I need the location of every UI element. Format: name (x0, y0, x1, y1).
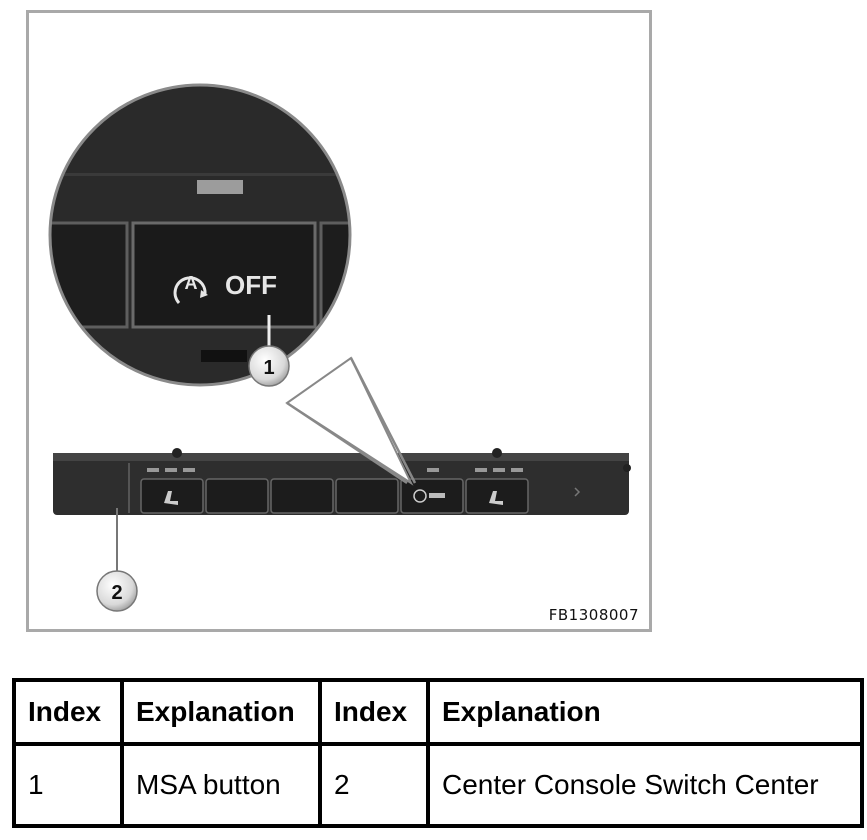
table-row: 1 MSA button 2 Center Console Switch Cen… (12, 742, 864, 828)
header-explanation: Explanation (120, 678, 322, 746)
magnifier-pointer (285, 356, 417, 486)
figure: A OFF 1 2 FB1308007 (26, 10, 652, 632)
console-button (205, 478, 269, 514)
console-button (270, 478, 334, 514)
header-index: Index (12, 678, 124, 746)
svg-text:2: 2 (111, 582, 122, 604)
seat-heat-button-left (140, 478, 204, 514)
header-index: Index (318, 678, 430, 746)
seat-icon (489, 491, 503, 505)
seat-heat-button-right (465, 478, 529, 514)
header-explanation: Explanation (426, 678, 864, 746)
table-header-row: Index Explanation Index Explanation (12, 678, 864, 746)
table-cell: Center Console Switch Center (426, 742, 864, 828)
svg-text:1: 1 (263, 357, 274, 379)
console-switch-center (53, 448, 631, 515)
auto-start-stop-icon-small (413, 489, 427, 503)
magnified-view: A OFF (48, 83, 352, 387)
msa-button-large (131, 221, 317, 329)
svg-text:A: A (185, 273, 198, 293)
callout-2: 2 (96, 508, 138, 612)
index-table: Index Explanation Index Explanation 1 MS… (12, 678, 864, 828)
table-cell: MSA button (120, 742, 322, 828)
switch-center-illustration: A OFF 1 2 (48, 83, 631, 612)
auto-start-stop-icon: A OFF (173, 270, 277, 305)
console-button (335, 478, 399, 514)
callout-1: 1 (248, 315, 290, 387)
image-code: FB1308007 (548, 606, 639, 624)
table-cell: 1 (12, 742, 124, 828)
svg-text:OFF: OFF (225, 270, 277, 300)
seat-icon (164, 491, 178, 505)
table-cell: 2 (318, 742, 430, 828)
